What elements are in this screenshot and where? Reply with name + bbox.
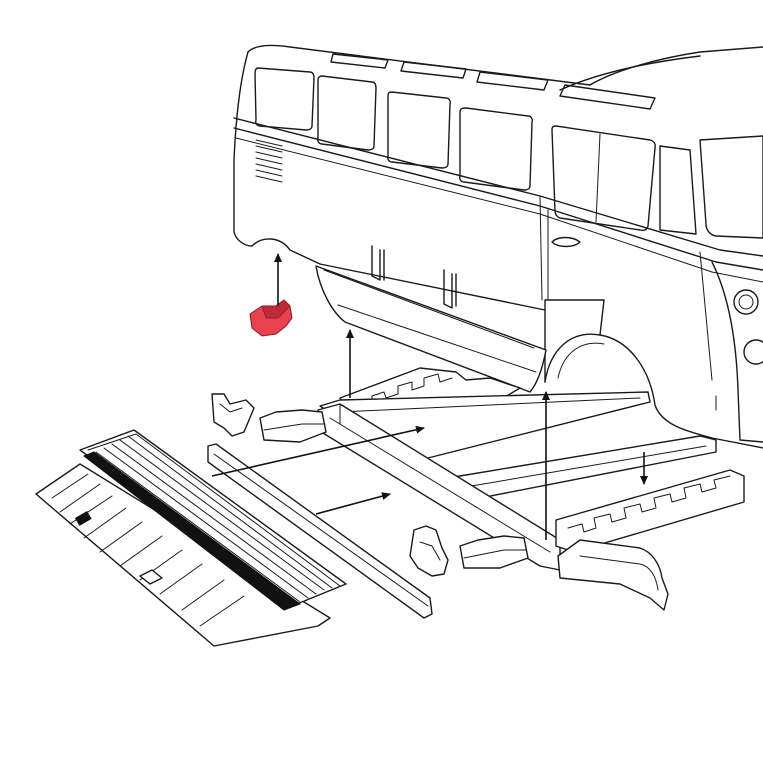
van-body xyxy=(233,44,763,449)
arrow-floor-to-upper-channel xyxy=(211,425,425,477)
rear-wheel-arch-bracket xyxy=(249,299,293,337)
bracket-left-lower xyxy=(409,525,449,577)
rocker-panel xyxy=(315,265,547,393)
floor-pan-ribbed xyxy=(79,429,347,611)
crossmember-stub-right xyxy=(459,535,529,569)
jack-point-rail xyxy=(555,469,745,553)
floor-pan-support xyxy=(207,443,433,619)
arrow-floor-to-lower-channel xyxy=(315,492,391,515)
assembly-arrows xyxy=(211,253,648,540)
bracket-left-upper xyxy=(211,393,255,437)
crossmember-stub-left xyxy=(259,409,327,443)
outrigger-arm xyxy=(557,539,669,611)
floor-seam-strip xyxy=(83,451,302,611)
floor-pan-base xyxy=(35,463,331,647)
